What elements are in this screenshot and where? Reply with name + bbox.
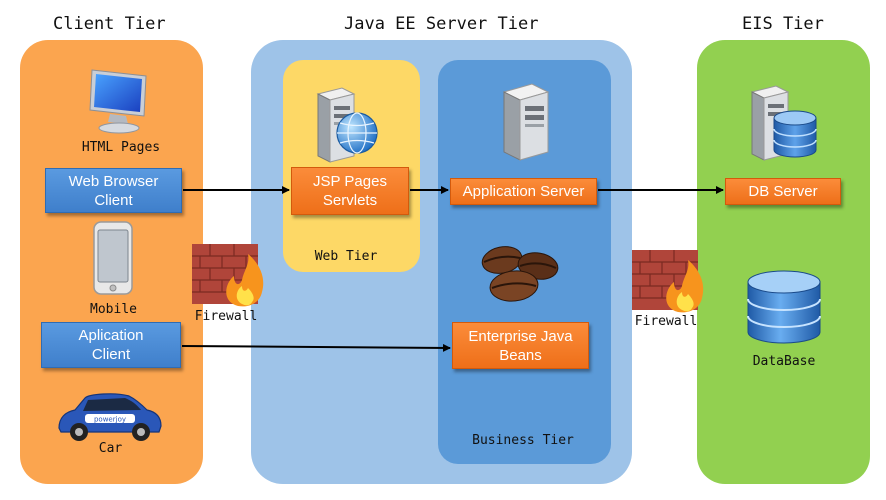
eis-tier-title: EIS Tier: [742, 14, 824, 34]
coffee-beans-icon: [481, 246, 559, 302]
app-server-label: Application Server: [462, 183, 585, 200]
firewall-left-label: Firewall: [194, 309, 258, 324]
jsp-line2: Servlets: [322, 192, 378, 209]
car-label: Car: [98, 441, 123, 456]
firewall-icon: [632, 250, 704, 313]
db-server-box[interactable]: DB Server: [725, 178, 841, 205]
html-pages-label: HTML Pages: [81, 140, 161, 155]
ejb-line1: Enterprise Java: [468, 327, 573, 345]
car-icon: powerjoy: [58, 393, 162, 441]
web-browser-line1: Web Browser: [68, 172, 159, 190]
web-browser-line2: Client: [94, 191, 133, 209]
server-icon: [502, 83, 550, 161]
database-icon: [747, 270, 821, 344]
server-tier-title: Java EE Server Tier: [344, 14, 539, 34]
app-client-line1: Aplication: [78, 327, 144, 344]
ejb-line2: Beans: [499, 346, 542, 364]
phone-icon: [93, 221, 133, 295]
mobile-label: Mobile: [90, 302, 137, 317]
globe-icon: [336, 112, 378, 154]
business-tier-label: Business Tier: [472, 433, 574, 448]
car-brand-text: powerjoy: [94, 416, 126, 424]
jsp-line1: JSP Pages: [313, 173, 387, 190]
db-server-label: DB Server: [748, 183, 818, 200]
database-label: DataBase: [752, 354, 816, 369]
firewall-right-label: Firewall: [634, 314, 698, 329]
firewall-icon: [192, 244, 264, 307]
web-tier-label: Web Tier: [314, 249, 378, 264]
application-server-box[interactable]: Application Server: [450, 178, 597, 205]
client-tier-title: Client Tier: [53, 14, 166, 34]
arrow-appclient-to-ejb: [181, 343, 451, 352]
database-icon: [773, 110, 817, 158]
app-client-line2: Client: [91, 346, 131, 363]
monitor-icon: [89, 69, 147, 134]
